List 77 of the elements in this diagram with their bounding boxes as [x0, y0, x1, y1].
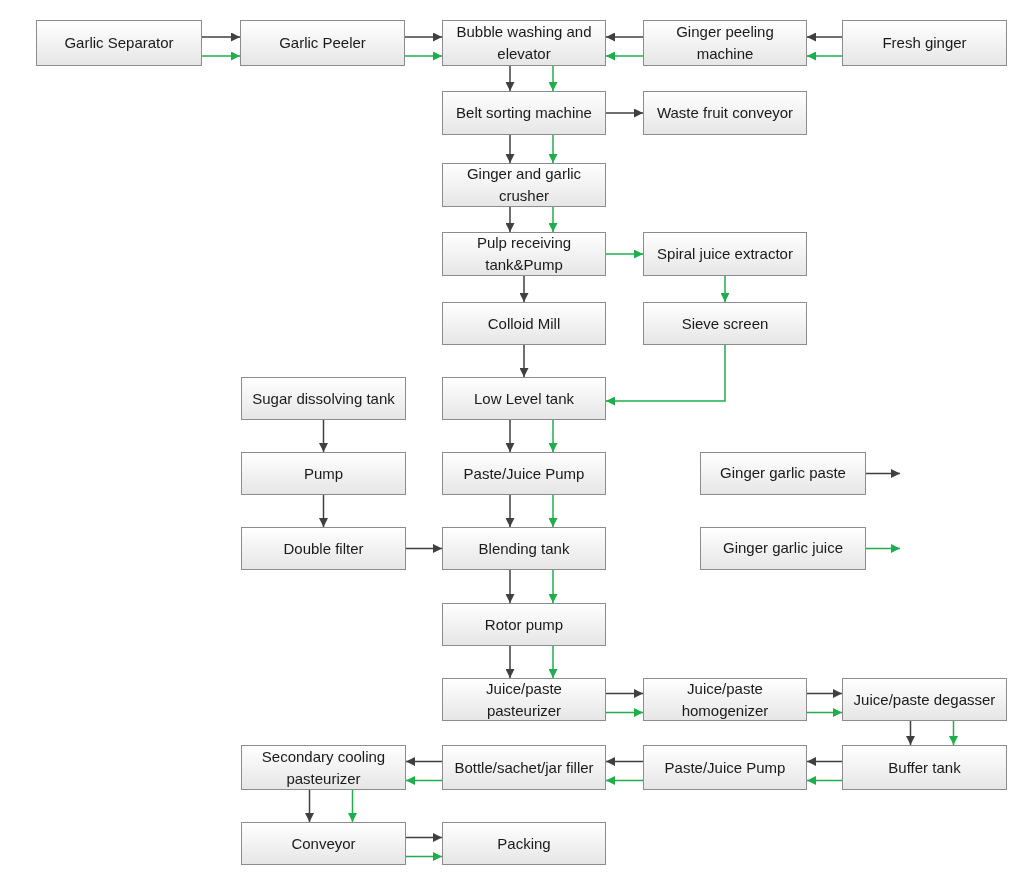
arrow	[405, 544, 443, 553]
process-box: Bottle/sachet/jar filler	[442, 745, 606, 790]
arrow	[806, 776, 843, 785]
process-box: Bubble washing and elevator	[442, 20, 606, 66]
legend-entry: Ginger garlic juice	[700, 527, 866, 570]
arrow	[548, 134, 558, 164]
arrow	[720, 275, 730, 303]
process-box: Buffer tank	[842, 745, 1007, 790]
arrow	[605, 344, 726, 406]
arrow	[605, 32, 644, 42]
process-box: Ginger and garlic crusher	[442, 163, 606, 207]
arrow	[505, 206, 515, 233]
process-box: Garlic Peeler	[240, 20, 405, 66]
arrow	[405, 833, 443, 842]
arrow	[548, 569, 558, 604]
process-box: Colloid Mill	[442, 302, 606, 345]
arrow	[519, 344, 529, 378]
process-box: Waste fruit conveyor	[643, 91, 807, 135]
arrow	[519, 275, 529, 303]
arrow	[505, 419, 515, 453]
arrow	[405, 776, 443, 785]
arrow	[605, 51, 644, 61]
arrow	[405, 757, 443, 766]
arrow	[548, 419, 558, 453]
arrow	[949, 720, 958, 746]
arrow	[548, 494, 558, 528]
process-box: Rotor pump	[442, 603, 606, 646]
process-box: Juice/paste pasteurizer	[442, 678, 606, 721]
process-box: Low Level tank	[442, 377, 606, 420]
arrow	[548, 645, 558, 679]
arrow	[605, 689, 644, 698]
arrow	[505, 65, 515, 92]
arrow	[505, 494, 515, 528]
process-box: Paste/Juice Pump	[643, 745, 807, 790]
process-box: Spiral juice extractor	[643, 232, 807, 276]
process-box: Sieve screen	[643, 302, 807, 345]
arrow	[404, 32, 443, 42]
process-box: Ginger peeling machine	[643, 20, 807, 66]
legend-entry: Ginger garlic paste	[700, 452, 866, 495]
arrow	[305, 789, 314, 823]
arrow	[605, 757, 644, 766]
arrow	[348, 789, 357, 823]
arrow	[201, 51, 241, 61]
arrow	[405, 852, 443, 861]
arrow	[806, 757, 843, 766]
arrow	[404, 51, 443, 61]
process-box: Paste/Juice Pump	[442, 452, 606, 495]
process-box: Juice/paste homogenizer	[643, 678, 807, 721]
arrow	[201, 32, 241, 42]
arrow	[806, 32, 843, 42]
arrow	[806, 51, 843, 61]
arrow	[548, 206, 558, 233]
process-box: Garlic Separator	[36, 20, 202, 66]
arrow	[505, 134, 515, 164]
arrow	[605, 108, 644, 118]
process-box: Conveyor	[241, 822, 406, 865]
arrow	[548, 65, 558, 92]
process-box: Blending tank	[442, 527, 606, 570]
arrow	[605, 776, 644, 785]
process-box: Packing	[442, 822, 606, 865]
process-box: Secondary cooling pasteurizer	[241, 745, 406, 790]
process-box: Pump	[241, 452, 406, 495]
arrow	[319, 419, 328, 453]
arrow	[806, 708, 843, 717]
process-box: Belt sorting machine	[442, 91, 606, 135]
process-box: Pulp receiving tank&Pump	[442, 232, 606, 276]
process-box: Juice/paste degasser	[842, 678, 1007, 721]
process-box: Fresh ginger	[842, 20, 1007, 66]
arrow	[906, 720, 915, 746]
process-box: Sugar dissolving tank	[241, 377, 406, 420]
arrow	[505, 645, 515, 679]
arrow	[605, 249, 644, 259]
arrow	[806, 689, 843, 698]
process-box: Double filter	[241, 527, 406, 570]
arrow	[505, 569, 515, 604]
arrow	[605, 708, 644, 717]
arrow	[319, 494, 328, 528]
